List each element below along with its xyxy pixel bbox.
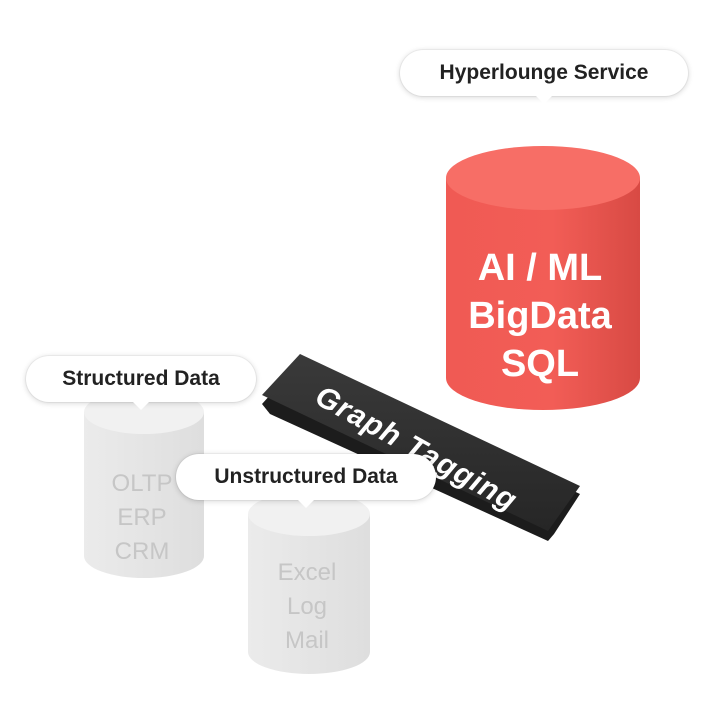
- hyperlounge-service-label: Hyperlounge Service: [400, 50, 688, 104]
- graph-tagging-band: [262, 354, 580, 541]
- structured-data-item: OLTP: [111, 470, 173, 497]
- hyperlounge-item: SQL: [500, 343, 580, 385]
- hyperlounge-item: AI / ML: [477, 247, 603, 289]
- unstructured-data-item: Mail: [284, 627, 329, 654]
- unstructured-data-label: Unstructured Data: [176, 454, 436, 508]
- hyperlounge-cylinder: [446, 146, 640, 410]
- structured-data-item: CRM: [114, 538, 170, 565]
- hyperlounge-item: BigData: [468, 295, 612, 337]
- structured-data-label: Structured Data: [26, 356, 256, 410]
- structured-data-items: OLTP ERP CRM: [82, 467, 202, 569]
- unstructured-data-item: Excel: [277, 559, 337, 586]
- hyperlounge-items: AI / ML BigData SQL: [440, 244, 640, 388]
- unstructured-data-items: Excel Log Mail: [246, 556, 368, 658]
- structured-data-item: ERP: [117, 504, 167, 531]
- unstructured-data-item: Log: [286, 593, 328, 620]
- unstructured-data-cylinder: [248, 492, 370, 674]
